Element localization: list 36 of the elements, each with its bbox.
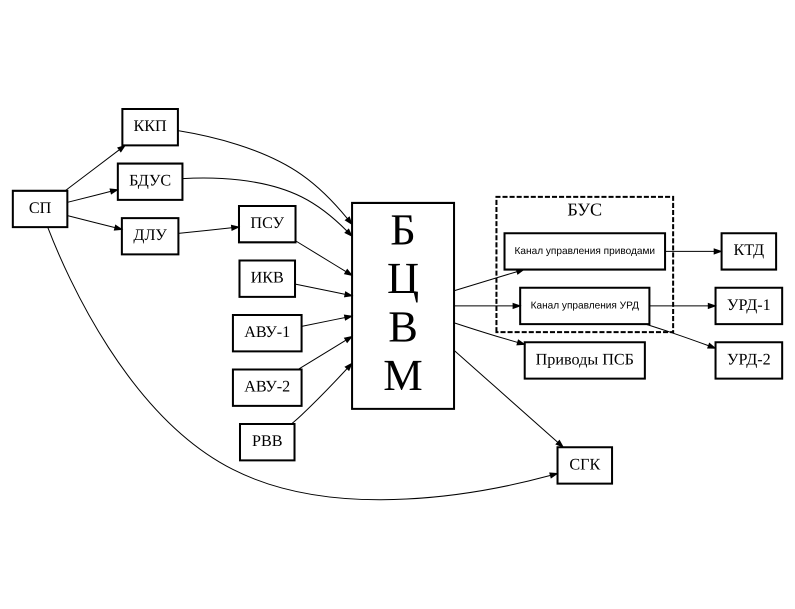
- node-box: СГК: [556, 446, 614, 485]
- arrow: [178, 130, 353, 226]
- node-box: АВУ-2: [232, 368, 303, 407]
- arrow: [291, 362, 353, 424]
- arrow: [454, 302, 522, 310]
- node-box: ИКВ: [238, 259, 296, 298]
- arrow: [295, 284, 354, 298]
- arrow: [67, 215, 124, 231]
- arrow: [454, 350, 564, 448]
- arrow: [665, 248, 723, 255]
- node-box: БДУС: [116, 162, 184, 201]
- node-box: Приводы ПСБ: [524, 341, 646, 380]
- node-box: Канал управления УРД: [519, 286, 650, 326]
- arrow: [182, 178, 353, 238]
- node-box: ККП: [121, 108, 179, 146]
- node-box: СП: [12, 190, 68, 228]
- arrow: [295, 240, 354, 276]
- arrow: [650, 302, 717, 310]
- node-box: КТД: [720, 232, 778, 271]
- node-box: РВВ: [238, 423, 296, 462]
- node-box: Канал управления приводами: [504, 232, 666, 271]
- arrow: [454, 322, 526, 346]
- node-box: АВУ-1: [232, 314, 303, 352]
- node-box: ДЛУ: [120, 217, 180, 256]
- arrow: [65, 144, 126, 192]
- arrow: [178, 224, 240, 234]
- node-box: УРД-2: [714, 341, 784, 380]
- arrow: [302, 314, 354, 327]
- arrow: [298, 336, 354, 370]
- arrow: [454, 268, 526, 292]
- node-box: УРД-1: [714, 286, 784, 326]
- node-box: ПСУ: [238, 204, 297, 244]
- node-box: Б Ц В М: [351, 202, 456, 410]
- arrow: [47, 227, 559, 500]
- arrow: [67, 188, 120, 203]
- arrow: [645, 324, 717, 349]
